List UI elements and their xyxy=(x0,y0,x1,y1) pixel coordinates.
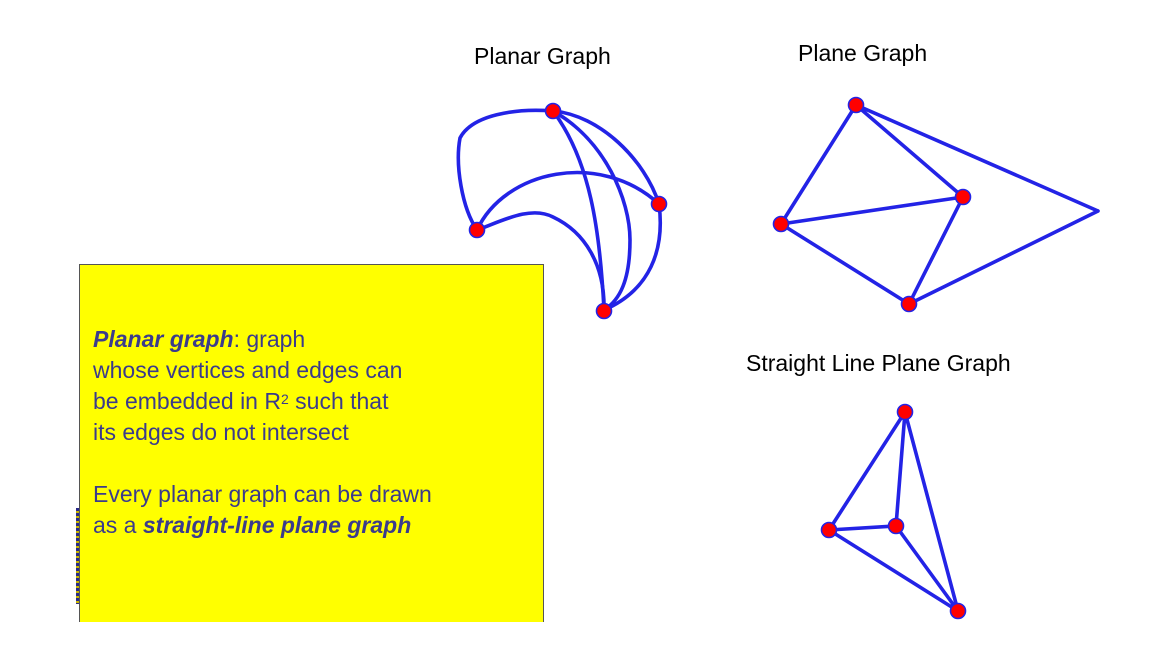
straight-line-vertex xyxy=(820,521,838,539)
planar-graph-title: Planar Graph xyxy=(474,43,611,69)
plane-vertex xyxy=(900,295,918,313)
definition-line-4: its edges do not intersect xyxy=(93,419,349,445)
planar-edge-top-left-loop xyxy=(456,108,555,232)
straight-line-vertex xyxy=(887,517,905,535)
left-edge-sliver xyxy=(76,508,80,604)
plane-graph-figure xyxy=(772,96,1100,313)
definition-line-6-prefix: as a xyxy=(93,512,143,538)
planar-vertex xyxy=(544,102,562,120)
planar-edge-right-to-bottom xyxy=(602,202,663,312)
planar-graph-term: Planar graph xyxy=(93,326,234,352)
definition-text: Planar graph: graph whose vertices and e… xyxy=(93,324,543,541)
definition-line-3-prefix: be embedded in R xyxy=(93,388,281,414)
straight-line-plane-graph-term: straight-line plane graph xyxy=(142,512,412,538)
definition-line-2: whose vertices and edges can xyxy=(93,357,403,383)
superscript-2: 2 xyxy=(280,391,289,407)
plane-vertex xyxy=(847,96,865,114)
definition-line-3: be embedded in R2 such that xyxy=(93,386,543,417)
planar-edge-left-to-bottom xyxy=(475,211,606,312)
planar-graph-figure xyxy=(456,102,668,320)
definition-colon-text: : graph xyxy=(233,326,306,352)
straight-line-vertex xyxy=(896,403,914,421)
planar-vertex xyxy=(468,221,486,239)
definition-line-3-suffix: such that xyxy=(288,388,389,414)
plane-vertex xyxy=(772,215,790,233)
straight-line-vertex xyxy=(949,602,967,620)
definition-box: Planar graph: graph whose vertices and e… xyxy=(79,264,544,622)
definition-line-1: Planar graph: graph xyxy=(93,324,543,355)
straight-line-graph-edges xyxy=(827,410,960,613)
planar-vertex xyxy=(650,195,668,213)
planar-edge-top-to-bottom-inner xyxy=(551,109,606,312)
plane-graph-edges xyxy=(779,103,1100,306)
planar-edge-top-to-right xyxy=(551,109,661,206)
definition-line-6: as a straight-line plane graph xyxy=(93,510,543,541)
definition-line-5: Every planar graph can be drawn xyxy=(93,481,432,507)
straight-line-plane-graph-title: Straight Line Plane Graph xyxy=(746,350,1011,376)
plane-graph-title: Plane Graph xyxy=(798,40,928,66)
straight-line-plane-graph-figure xyxy=(820,403,967,620)
planar-vertex xyxy=(595,302,613,320)
planar-edge-top-to-bottom-outer xyxy=(551,109,632,312)
plane-vertex xyxy=(954,188,972,206)
definition-spacer xyxy=(93,448,543,479)
planar-edge-left-to-right-arc xyxy=(475,170,661,232)
